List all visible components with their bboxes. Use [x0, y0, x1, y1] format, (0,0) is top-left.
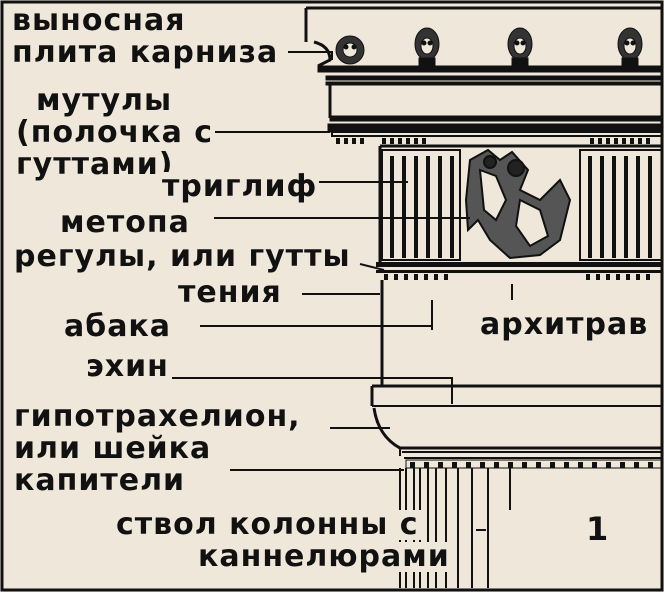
- label-mutules-line2: (полочка с: [14, 115, 216, 150]
- label-hypotrachelion-line1: гипотрахелион,: [12, 399, 303, 434]
- taenia-regulae: [376, 262, 662, 280]
- label-cornice-slab-line2: плита карниза: [10, 35, 281, 70]
- label-shaft-line2: каннелюрами: [196, 539, 452, 574]
- label-hypotrachelion-line3: капители: [12, 463, 188, 498]
- label-hypotrachelion-line2: или шейка: [12, 431, 214, 466]
- frieze: [378, 144, 663, 262]
- label-triglyph: триглиф: [160, 169, 320, 204]
- necking-ornament: [410, 462, 653, 468]
- label-echinus: эхин: [84, 349, 171, 384]
- label-mutules-line3: гуттами): [14, 147, 176, 182]
- figure-number: 1: [586, 510, 609, 548]
- mutule-guttae: [336, 138, 650, 144]
- architrave: [380, 280, 433, 386]
- label-cornice-slab-line1: выносная: [10, 3, 188, 38]
- label-abacus: абака: [62, 309, 174, 344]
- label-taenia: тения: [176, 275, 284, 310]
- label-regulae: регулы, или гутты: [12, 239, 353, 274]
- label-mutules-line1: мутулы: [34, 83, 175, 118]
- capital: [370, 384, 663, 469]
- label-architrave: архитрав: [478, 307, 651, 342]
- lion-head-ornaments: [335, 27, 643, 67]
- metope-relief: [464, 148, 572, 260]
- label-metope: метопа: [58, 205, 192, 240]
- cornice: [304, 6, 663, 137]
- label-shaft-line1: ствол колонны с: [114, 507, 421, 542]
